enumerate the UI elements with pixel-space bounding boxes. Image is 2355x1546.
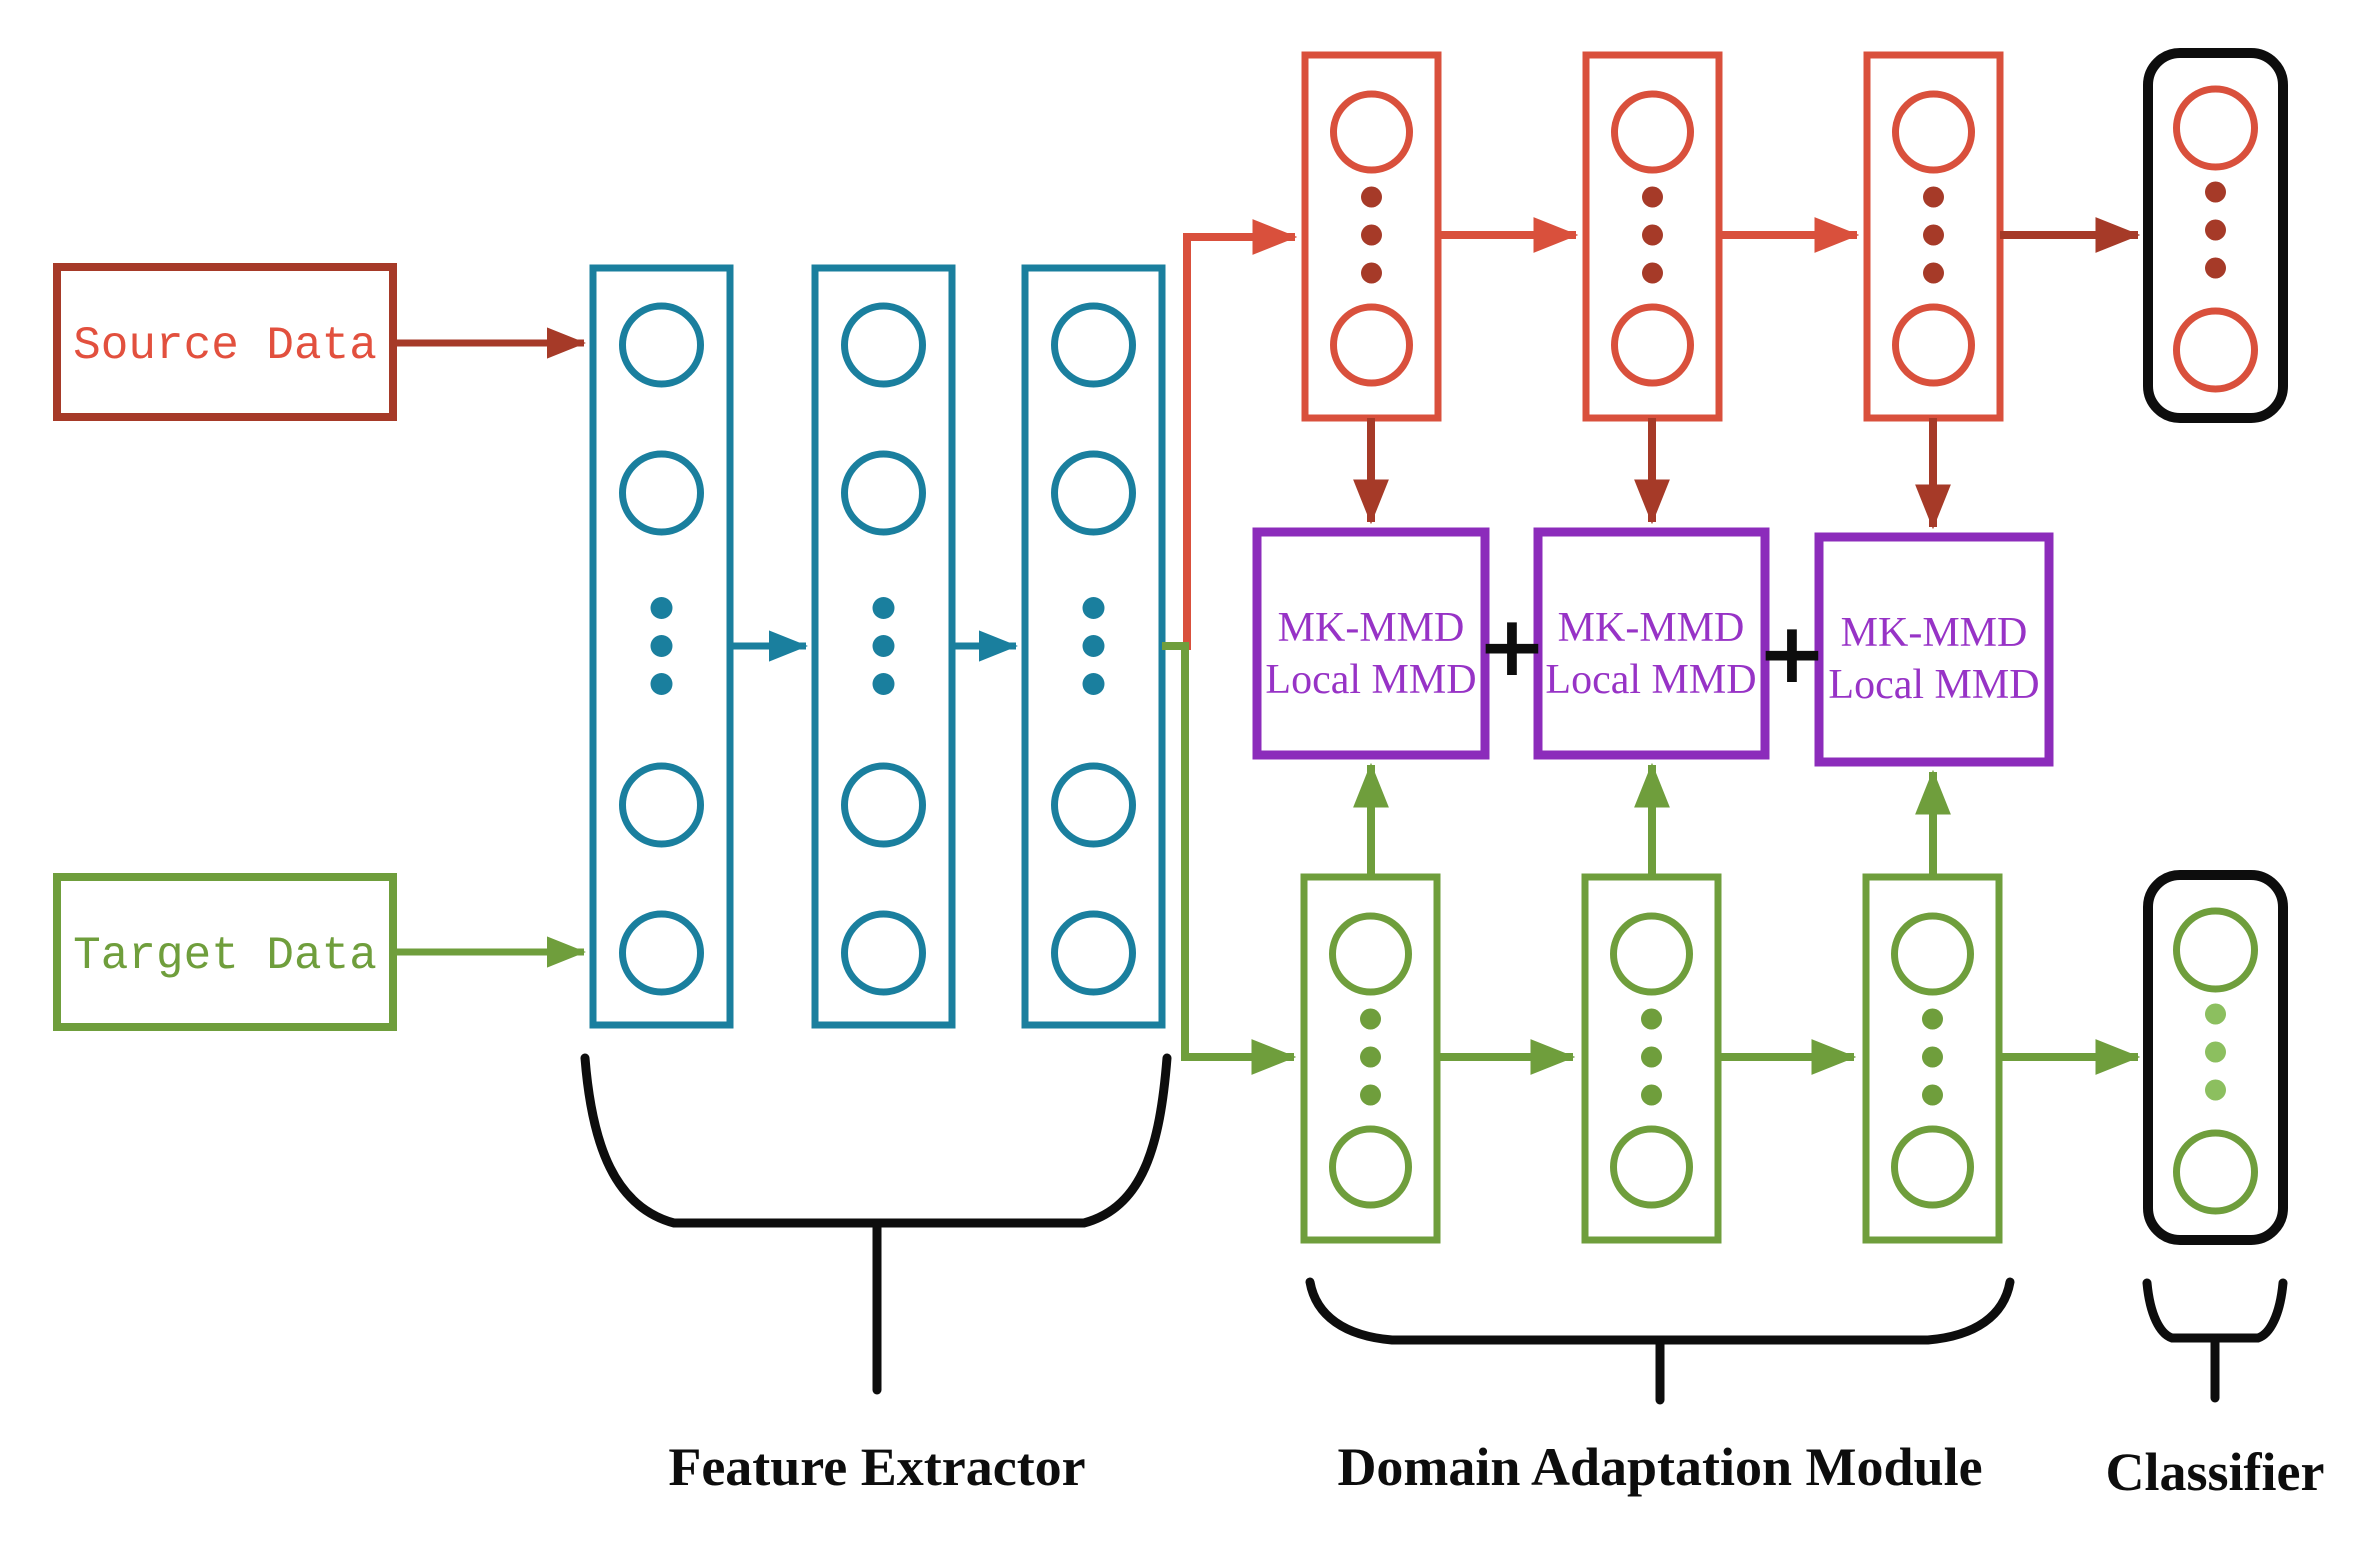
mmd-box-2: MK-MMD Local MMD [1533, 527, 1770, 760]
classifier-target-layer [2148, 875, 2283, 1240]
mmd-box-1-line-1: MK-MMD [1278, 605, 1465, 651]
target-data-box: Target Data [53, 873, 397, 1031]
label-domain-adaptation-module: Domain Adaptation Module [1337, 1437, 1982, 1497]
arrow-extractor-to-source-stream [1183, 219, 1298, 650]
plus-sign-2: + [1757, 604, 1827, 702]
source-data-box: Source Data [53, 263, 397, 421]
mmd-box-3-line-1: MK-MMD [1841, 610, 2028, 656]
target-stream-layer-2 [1585, 877, 1718, 1240]
source-data-label: Source Data [73, 320, 377, 372]
source-stream-layer-2 [1586, 55, 1719, 418]
label-feature-extractor: Feature Extractor [668, 1437, 1085, 1497]
brace-domain-adaptation [1305, 1277, 2015, 1405]
arrow-extractor-to-target-stream [1181, 642, 1297, 1075]
brace-classifier [2142, 1278, 2288, 1403]
plus-sign-1: + [1477, 597, 1547, 695]
label-classifier: Classifier [2106, 1442, 2325, 1502]
source-stream-layer-1 [1305, 55, 1438, 418]
mmd-box-2-line-2: Local MMD [1545, 657, 1756, 703]
mmd-box-2-line-1: MK-MMD [1558, 605, 1745, 651]
feature-extractor-layer-1 [593, 268, 730, 1025]
feature-extractor-layer-3 [1025, 268, 1162, 1025]
source-stream-layer-3 [1867, 55, 2000, 418]
mmd-box-1-line-2: Local MMD [1265, 657, 1476, 703]
mmd-box-3-line-2: Local MMD [1828, 662, 2039, 708]
feature-extractor-layer-2 [815, 268, 952, 1025]
mmd-box-3: MK-MMD Local MMD [1814, 532, 2054, 767]
brace-feature-extractor [580, 1053, 1172, 1395]
target-stream-layer-1 [1304, 877, 1437, 1240]
classifier-source-layer [2148, 53, 2283, 418]
target-stream-layer-3 [1866, 877, 1999, 1240]
mmd-box-1: MK-MMD Local MMD [1252, 527, 1490, 760]
target-data-label: Target Data [73, 930, 377, 982]
